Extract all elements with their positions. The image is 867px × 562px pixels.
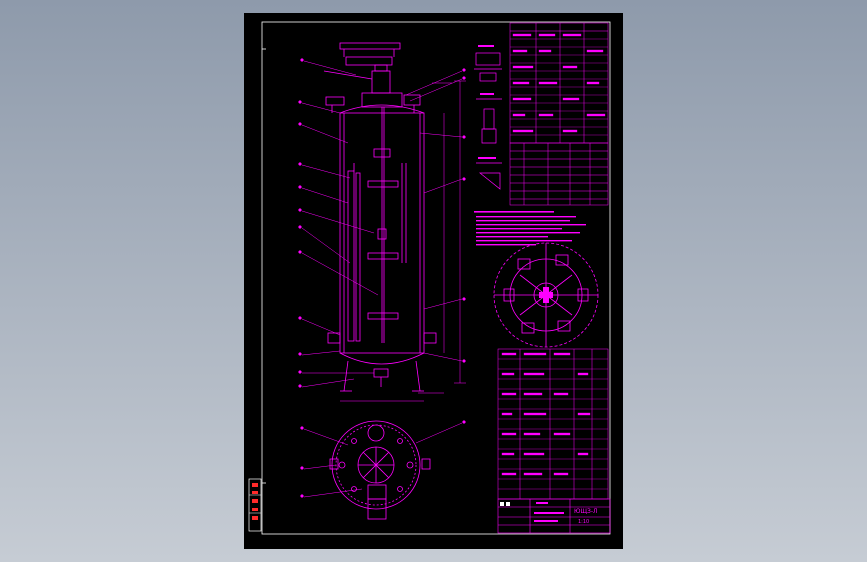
drawing-scale: 1:10 <box>578 519 589 525</box>
binding-stamp <box>248 478 262 532</box>
vessel-elevation <box>323 42 437 392</box>
parts-list-rows <box>498 352 608 490</box>
part-leaders-right <box>405 68 466 363</box>
title-block-marks <box>500 502 564 522</box>
design-data-rows <box>510 33 608 136</box>
drawing-sheet[interactable]: ЮЩЗ-Л 1:10 <box>244 13 623 549</box>
sheet-frame <box>261 21 611 535</box>
title-block <box>497 498 611 534</box>
plan-leaders <box>300 420 466 498</box>
cad-drawing: ЮЩЗ-Л 1:10 <box>248 21 611 535</box>
vessel-plan-view <box>329 420 431 520</box>
detail-views <box>474 52 502 190</box>
part-leaders-left <box>298 58 379 388</box>
technical-notes <box>474 211 586 246</box>
drawing-number: ЮЩЗ-Л <box>574 508 598 515</box>
nozzle-table <box>509 142 609 206</box>
detail-labels <box>478 45 496 159</box>
nozzle-orientation-fill <box>539 287 553 303</box>
parts-list <box>497 348 609 500</box>
dimension-lines <box>340 80 466 402</box>
